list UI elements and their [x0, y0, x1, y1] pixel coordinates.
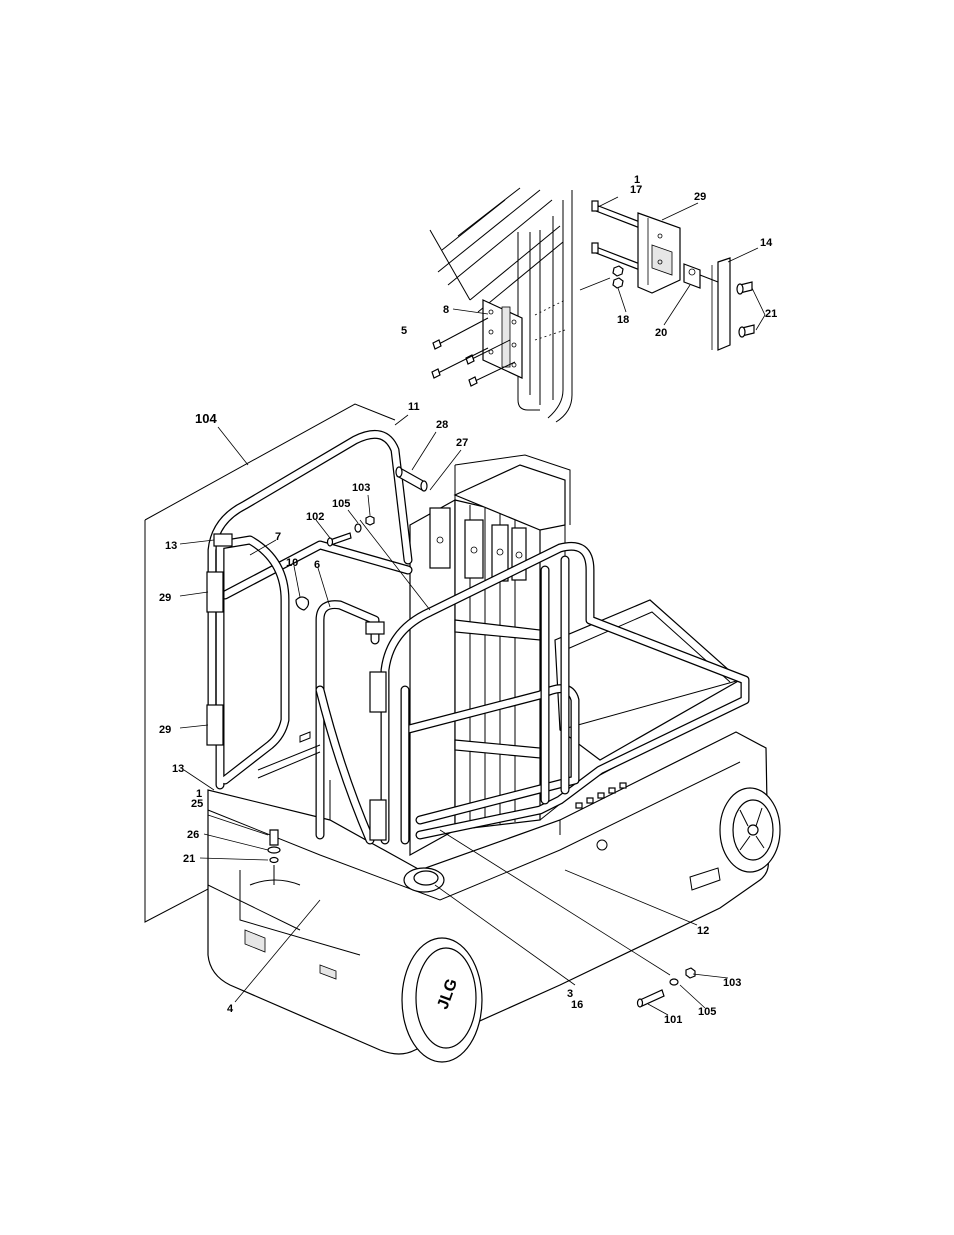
hardware-upper — [328, 516, 375, 546]
label-29-upper: 29 — [159, 592, 171, 604]
label-27: 27 — [456, 437, 468, 449]
label-29-top: 29 — [694, 191, 706, 203]
label-105-upper: 105 — [332, 498, 350, 510]
label-101: 101 — [664, 1014, 682, 1026]
rear-wheel: JLG — [402, 938, 482, 1062]
label-26: 26 — [187, 829, 199, 841]
label-12: 12 — [697, 925, 709, 937]
hinge-plate-8 — [483, 300, 522, 378]
label-10: 10 — [286, 557, 298, 569]
label-21-top: 21 — [765, 308, 777, 320]
label-8: 8 — [443, 304, 449, 316]
label-20: 20 — [655, 327, 667, 339]
label-16: 16 — [571, 999, 583, 1011]
latch-20 — [684, 264, 718, 288]
front-wheel — [720, 788, 780, 872]
label-4: 4 — [227, 1003, 234, 1015]
detail-railing — [430, 188, 572, 422]
plate-14 — [712, 258, 730, 350]
hardware-lower — [638, 968, 696, 1007]
pins-21 — [737, 282, 754, 337]
label-13-lower: 13 — [172, 763, 184, 775]
label-17: 17 — [630, 184, 642, 196]
label-102: 102 — [306, 511, 324, 523]
label-28: 28 — [436, 419, 448, 431]
bolts-17 — [592, 201, 640, 270]
cap-3 — [404, 868, 444, 892]
label-103-upper: 103 — [352, 482, 370, 494]
label-104: 104 — [195, 411, 217, 426]
label-29-lower: 29 — [159, 724, 171, 736]
machine-drawing: JLG — [145, 404, 780, 1062]
label-7: 7 — [275, 531, 281, 543]
label-6: 6 — [314, 559, 320, 571]
handle-10 — [296, 597, 309, 610]
label-5: 5 — [401, 325, 407, 337]
label-13-upper: 13 — [165, 540, 177, 552]
label-103-lower: 103 — [723, 977, 741, 989]
label-14: 14 — [760, 237, 773, 249]
label-18: 18 — [617, 314, 629, 326]
nuts-18 — [613, 266, 623, 288]
hinge-detail — [430, 188, 754, 422]
bracket-29 — [638, 213, 680, 293]
label-25: 25 — [191, 798, 203, 810]
label-11: 11 — [408, 401, 420, 413]
label-105-lower: 105 — [698, 1006, 716, 1018]
label-21-lower: 21 — [183, 853, 195, 865]
